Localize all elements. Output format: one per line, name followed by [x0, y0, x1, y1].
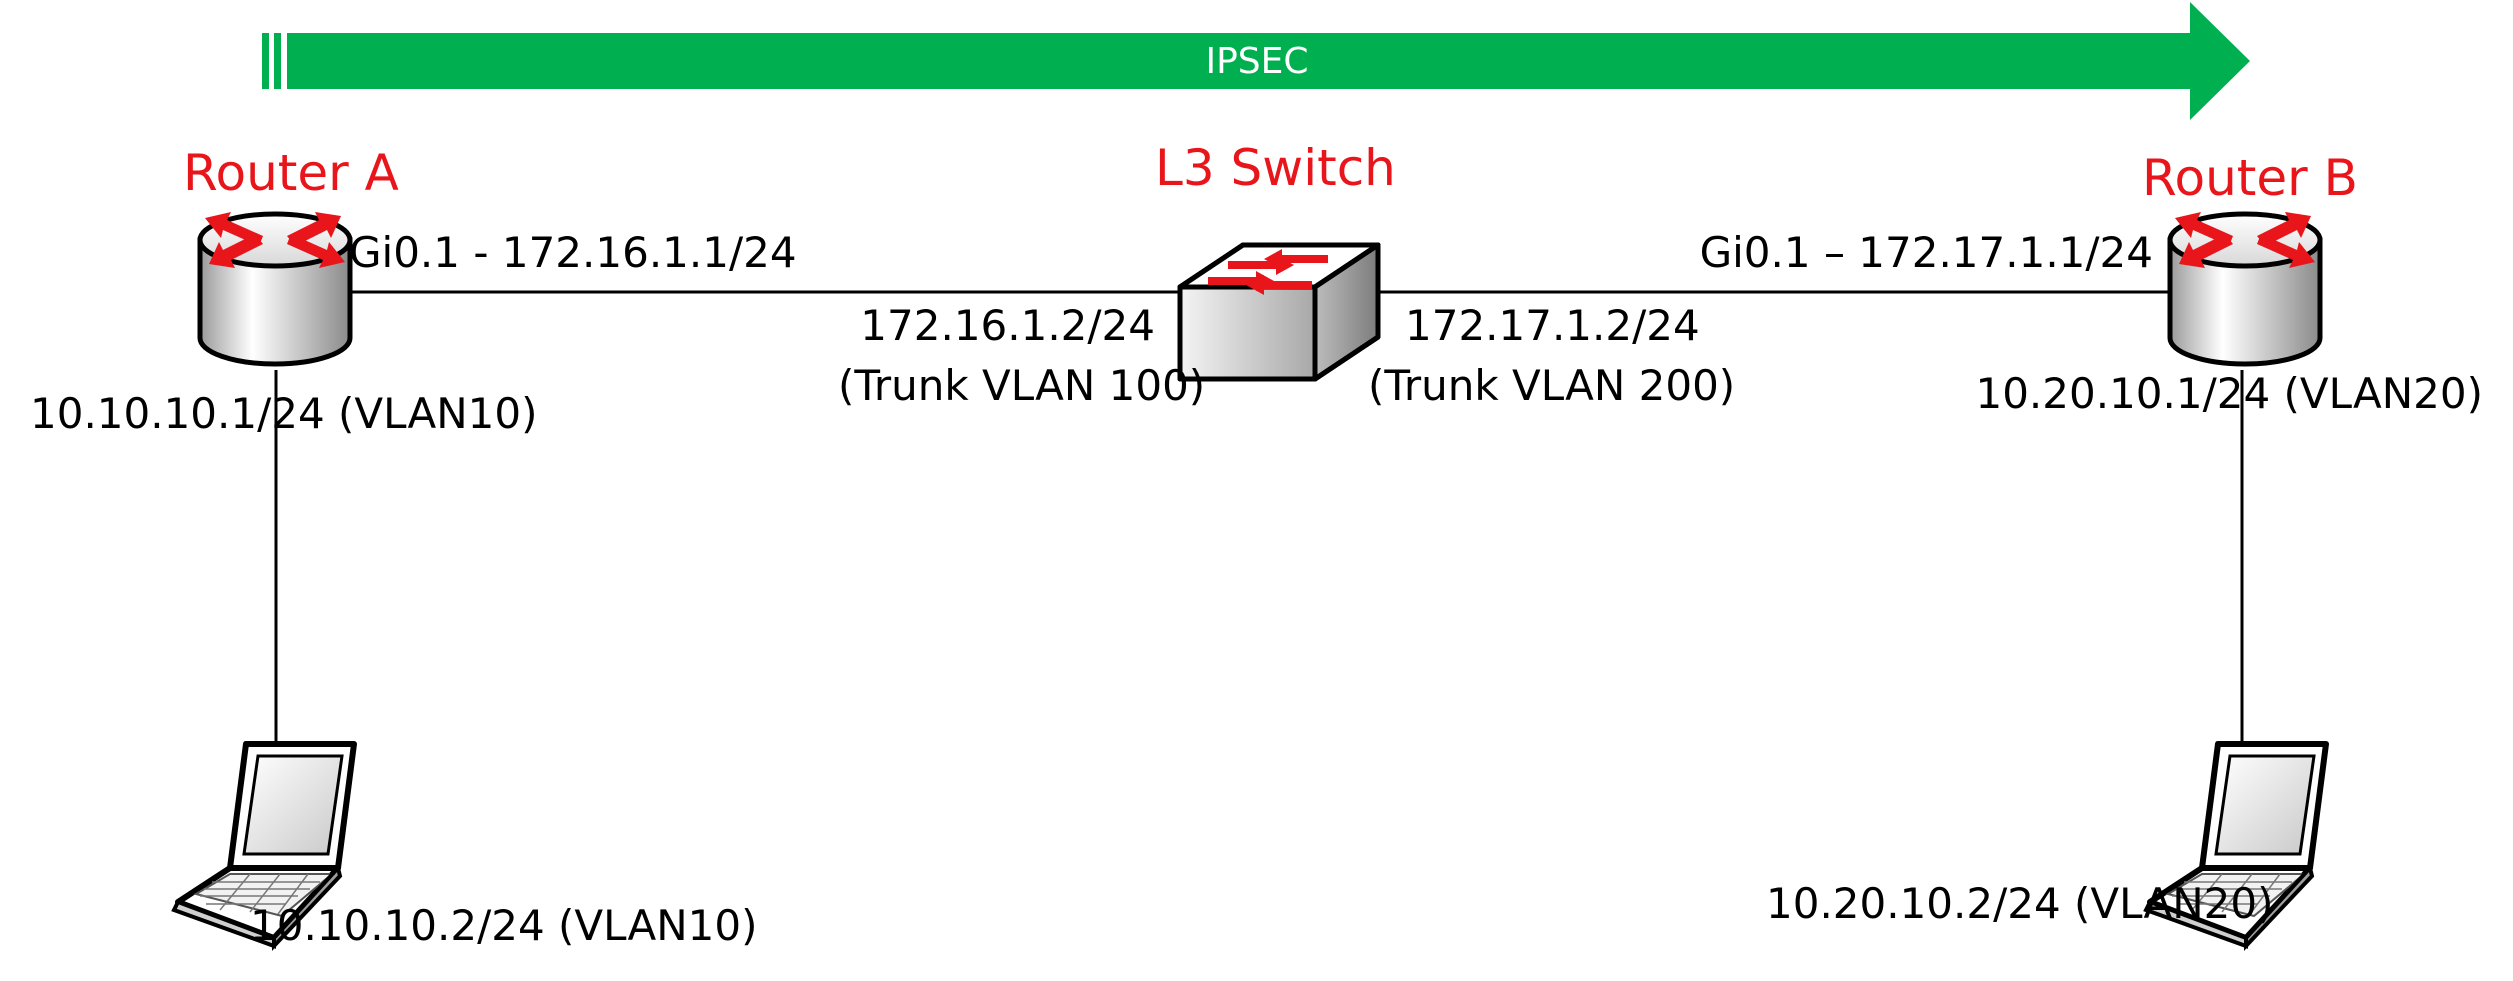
switch-right-trunk-label: (Trunk VLAN 200) [1368, 361, 1735, 410]
laptop-a-ip-label: 10.10.10.2/24 (VLAN10) [250, 901, 758, 950]
router-a-wan-label: Gi0.1 - 172.16.1.1/24 [349, 228, 797, 277]
laptop-b-ip-label: 10.20.10.2/24 (VLAN20) [1766, 879, 2274, 928]
switch-left-trunk-label: (Trunk VLAN 100) [838, 361, 1205, 410]
router-a[interactable]: Router A [183, 144, 399, 364]
switch-left-ip-label: 172.16.1.2/24 [860, 301, 1155, 350]
router-a-lan-label: 10.10.10.1/24 (VLAN10) [30, 389, 538, 438]
router-a-title: Router A [183, 144, 399, 202]
router-icon [2170, 212, 2320, 364]
switch-right-ip-label: 172.17.1.2/24 [1405, 301, 1700, 350]
router-b-lan-label: 10.20.10.1/24 (VLAN20) [1975, 369, 2483, 418]
network-links [274, 290, 2244, 755]
router-b-wan-label: Gi0.1 – 172.17.1.1/24 [1700, 228, 2153, 277]
switch-icon [1180, 245, 1378, 379]
router-b[interactable]: Router B [2142, 149, 2358, 364]
l3-switch-title: L3 Switch [1155, 139, 1396, 197]
ipsec-tunnel-arrow: IPSEC [262, 2, 2250, 120]
l3-switch[interactable]: L3 Switch [1155, 139, 1396, 379]
ipsec-label: IPSEC [1205, 41, 1308, 82]
router-b-title: Router B [2142, 149, 2358, 207]
router-icon [200, 212, 350, 364]
